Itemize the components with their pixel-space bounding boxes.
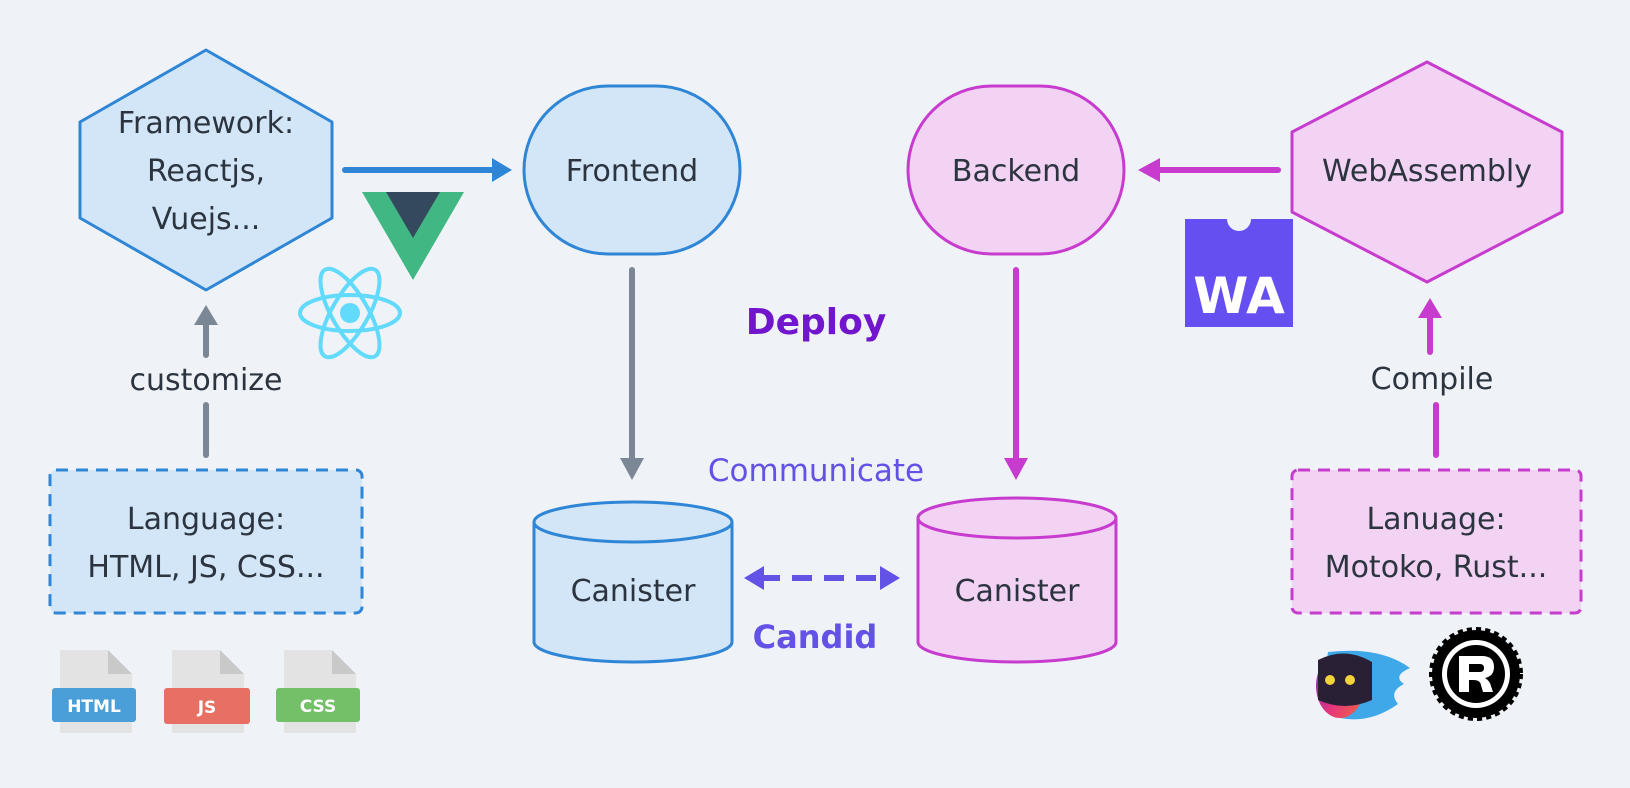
webassembly-logo-icon: WA — [1185, 219, 1293, 327]
rust-logo-icon — [1429, 627, 1523, 721]
canister-right-node[interactable]: Canister — [916, 496, 1118, 664]
language-right-node[interactable]: Lanuage: Motoko, Rust... — [1290, 468, 1583, 615]
customize-label: customize — [129, 363, 282, 398]
backend-deploy-arrow — [1004, 267, 1028, 480]
backend-node[interactable]: Backend — [906, 84, 1126, 256]
motoko-logo-icon — [1316, 650, 1410, 720]
html-file-icon: HTML — [52, 650, 136, 733]
css-file-label: CSS — [300, 697, 337, 717]
webassembly-label: WebAssembly — [1322, 154, 1532, 189]
language-left-node[interactable]: Language: HTML, JS, CSS... — [48, 468, 364, 615]
framework-label-line-1: Framework: — [118, 106, 294, 141]
framework-label-line-3: Vuejs... — [152, 202, 261, 237]
js-file-label: JS — [197, 698, 217, 718]
framework-label-line-2: Reactjs, — [147, 154, 265, 189]
candid-label: Candid — [753, 618, 878, 656]
canister-left-node[interactable]: Canister — [532, 500, 734, 664]
communicate-label: Communicate — [708, 453, 924, 489]
vue-icon — [362, 192, 464, 280]
framework-node[interactable]: Framework: Reactjs, Vuejs... — [78, 48, 334, 292]
canister-right-label: Canister — [955, 574, 1081, 609]
customize-arrow — [194, 305, 218, 458]
language-left-line-1: Language: — [127, 502, 285, 537]
frontend-deploy-arrow — [620, 267, 644, 480]
webassembly-logo-label: WA — [1193, 267, 1285, 325]
js-file-icon: JS — [164, 650, 250, 733]
candid-double-arrow — [744, 566, 900, 590]
compile-arrow — [1418, 298, 1442, 458]
webassembly-node[interactable]: WebAssembly — [1290, 60, 1564, 284]
css-file-icon: CSS — [276, 650, 360, 733]
language-right-line-1: Lanuage: — [1366, 502, 1505, 537]
framework-to-frontend-arrow — [342, 158, 512, 182]
webassembly-to-backend-arrow — [1138, 158, 1281, 182]
html-file-label: HTML — [67, 697, 121, 717]
react-icon — [298, 266, 402, 360]
backend-label: Backend — [952, 154, 1080, 189]
deploy-label: Deploy — [746, 302, 887, 343]
frontend-label: Frontend — [566, 154, 698, 189]
language-right-line-2: Motoko, Rust... — [1325, 550, 1548, 585]
frontend-node[interactable]: Frontend — [522, 84, 742, 256]
canister-left-label: Canister — [571, 574, 697, 609]
language-left-line-2: HTML, JS, CSS... — [87, 550, 324, 585]
compile-label: Compile — [1371, 362, 1494, 397]
